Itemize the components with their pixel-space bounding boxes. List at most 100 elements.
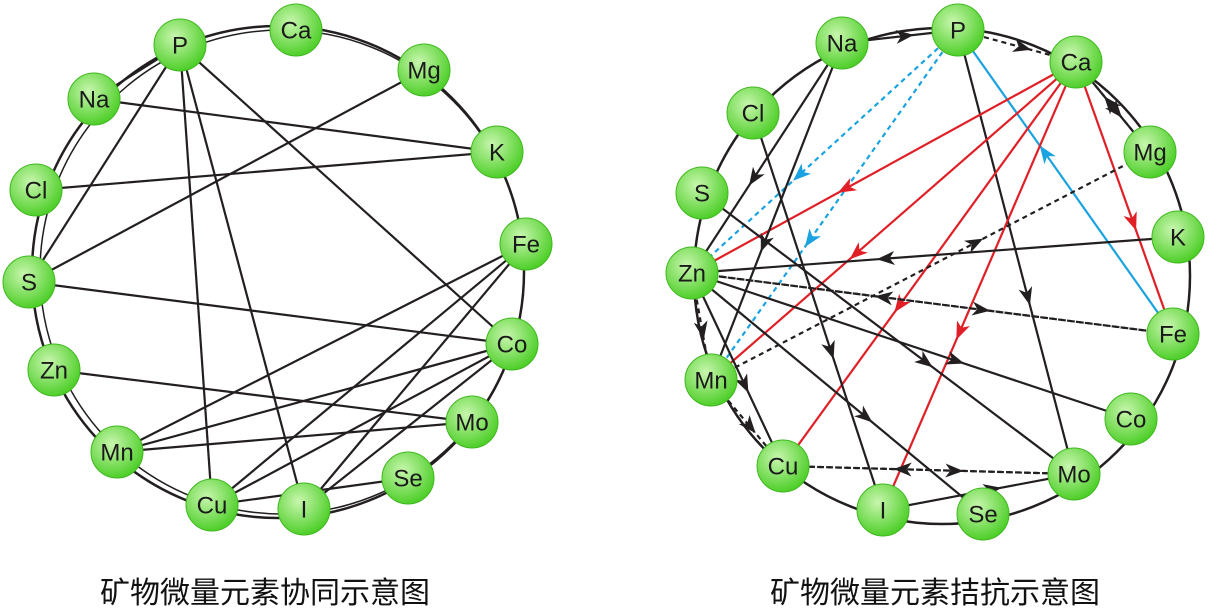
synergy-node-circle: [397, 43, 451, 97]
antagonism-edge-line: [709, 42, 844, 381]
synergy-edge-p-s: [28, 44, 181, 283]
antagonism-node-mg: Mg: [1123, 125, 1177, 179]
synergy-node-i: I: [277, 482, 331, 536]
antagonism-node-label: Mg: [1133, 140, 1166, 167]
antagonism-node-label: K: [1170, 225, 1186, 252]
antagonism-edge-ca-fe: [1074, 61, 1175, 335]
arrowhead: [693, 320, 708, 340]
antagonism-node-s: S: [675, 166, 729, 220]
synergy-node-cl: Cl: [9, 163, 63, 217]
synergy-node-label: P: [172, 33, 188, 60]
synergy-edge-i-fe: [303, 243, 527, 510]
synergy-node-circle: [90, 425, 144, 479]
antagonism-edge-line: [710, 151, 1151, 381]
arrowhead: [964, 238, 984, 254]
antagonism-node-circle: [675, 166, 729, 220]
synergy-node-ca: Ca: [269, 3, 323, 57]
antagonism-edge-ca-i: [881, 61, 1078, 511]
synergy-node-circle: [269, 3, 323, 57]
antagonism-node-p: P: [931, 3, 985, 57]
synergy-node-fe: Fe: [499, 217, 553, 271]
antagonism-edge-mn-mg: [710, 151, 1151, 381]
arrowhead: [821, 339, 835, 360]
arrowhead: [956, 320, 970, 340]
synergy-node-circle: [277, 482, 331, 536]
synergy-node-circle: [2, 255, 56, 309]
antagonism-edge-zn-cu: [691, 272, 784, 467]
synergy-node-label: Zn: [40, 358, 68, 385]
antagonism-node-circle: [756, 439, 810, 493]
arrowhead: [893, 462, 912, 477]
antagonism-node-circle: [726, 86, 780, 140]
synergy-node-circle: [381, 451, 435, 505]
synergy-node-label: Na: [79, 87, 110, 114]
antagonism-edge-line: [956, 29, 1076, 475]
antagonism-edge-p-zn: [691, 29, 959, 274]
antagonism-node-i: I: [856, 483, 910, 537]
antagonism-edge-ca-mn: [710, 61, 1077, 381]
synergy-node-s: S: [2, 255, 56, 309]
synergy-node-co: Co: [485, 317, 539, 371]
synergy-edge-zn-mo: [53, 368, 473, 424]
antagonism-node-circle: [1151, 210, 1205, 264]
antagonism-caption: 矿物微量元素拮抗示意图: [770, 576, 1100, 611]
antagonism-node-zn: Zn: [665, 246, 719, 300]
arrowhead: [944, 351, 965, 365]
synergy-node-na: Na: [67, 72, 121, 126]
synergy-edge-cu-co: [211, 343, 513, 506]
synergy-node-circle: [153, 18, 207, 72]
antagonism-node-label: Zn: [678, 261, 706, 288]
synergy-node-circle: [470, 125, 524, 179]
synergy-node-label: Mn: [100, 440, 133, 467]
antagonism-edge-na-mn: [709, 42, 844, 381]
antagonism-node-label: S: [694, 181, 710, 208]
antagonism-edge-s-mo: [701, 192, 1075, 475]
antagonism-node-circle: [1123, 125, 1177, 179]
antagonism-node-co: Co: [1104, 392, 1158, 446]
synergy-node-label: Mo: [455, 410, 488, 437]
antagonism-node-circle: [1047, 447, 1101, 501]
antagonism-edge-line: [710, 29, 959, 381]
arrowhead: [849, 242, 868, 260]
antagonism-node-circle: [665, 246, 719, 300]
synergy-edge-na-k: [93, 97, 498, 154]
antagonism-edge-line: [751, 112, 885, 511]
synergy-node-mn: Mn: [90, 425, 144, 479]
antagonism-node-k: K: [1151, 210, 1205, 264]
synergy-node-circle: [499, 217, 553, 271]
synergy-node-p: P: [153, 18, 207, 72]
synergy-edge-cu-fe: [211, 243, 527, 506]
antagonism-edge-line: [691, 29, 959, 274]
antagonism-node-mn: Mn: [684, 353, 738, 407]
arrowhead: [895, 30, 914, 44]
synergy-node-circle: [485, 317, 539, 371]
arrowhead: [1123, 211, 1137, 231]
antagonism-edge-line: [691, 61, 1077, 274]
antagonism-edge-p-mn: [710, 29, 959, 381]
antagonism-node-label: Mo: [1057, 462, 1090, 489]
synergy-node-label: I: [301, 497, 308, 524]
arrowhead: [894, 293, 911, 313]
antagonism-node-circle: [956, 487, 1010, 541]
antagonism-edge-line: [691, 235, 1179, 275]
arrowhead: [734, 373, 749, 393]
synergy-node-label: Mg: [407, 58, 440, 85]
antagonism-node-circle: [684, 353, 738, 407]
antagonism-node-mo: Mo: [1047, 447, 1101, 501]
antagonism-node-label: Cu: [768, 454, 799, 481]
synergy-node-mg: Mg: [397, 43, 451, 97]
antagonism-edge-line: [691, 271, 1132, 421]
antagonism-edge-line: [1074, 61, 1175, 335]
antagonism-node-circle: [1049, 35, 1103, 89]
antagonism-edge-zn-co: [691, 271, 1132, 421]
synergy-node-label: Co: [497, 332, 528, 359]
synergy-edge-p-co: [179, 44, 513, 345]
synergy-node-label: Ca: [281, 18, 312, 45]
arrowhead: [1039, 145, 1056, 165]
antagonism-edge-line: [782, 61, 1077, 467]
synergy-node-se: Se: [381, 451, 435, 505]
antagonism-node-circle: [856, 483, 910, 537]
antagonism-node-ca: Ca: [1049, 35, 1103, 89]
synergy-node-circle: [27, 343, 81, 397]
